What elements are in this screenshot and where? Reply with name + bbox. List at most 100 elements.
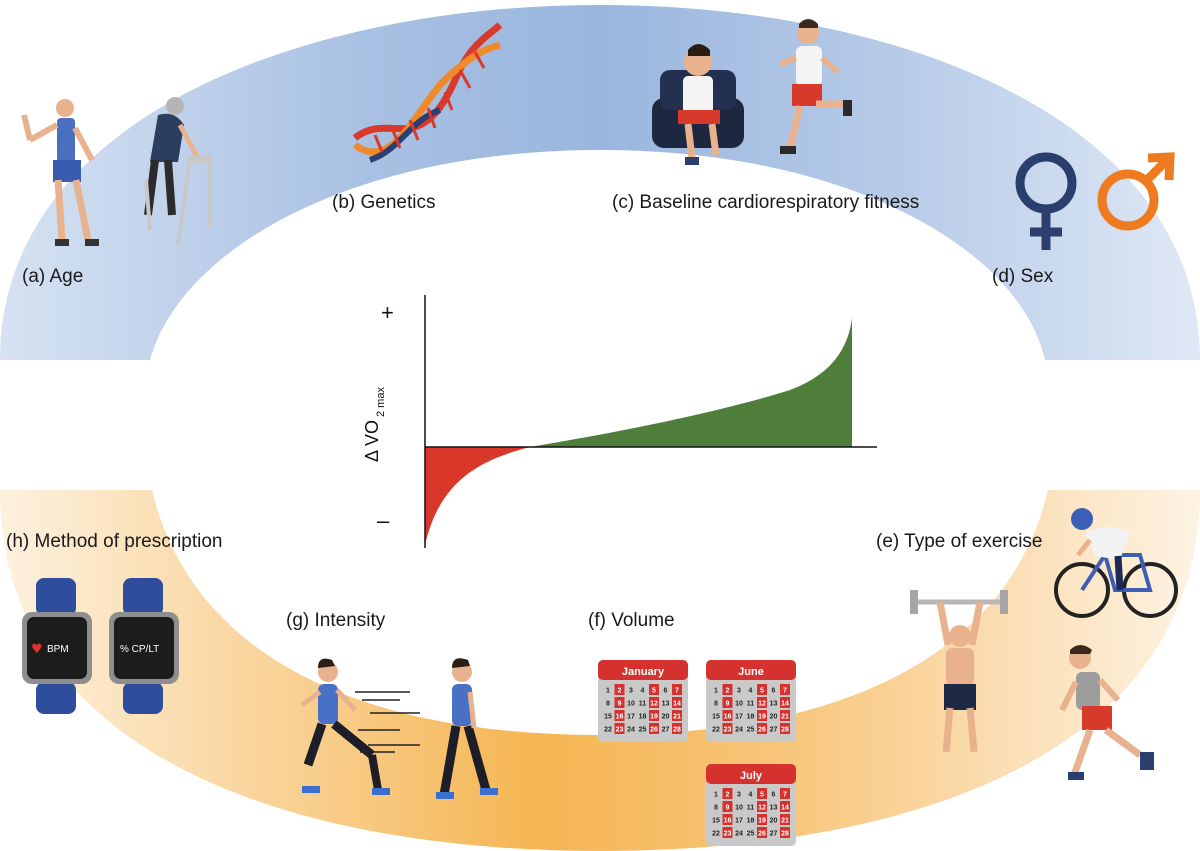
- calendar-day-number: 10: [735, 701, 743, 708]
- calendar-day-number: 19: [758, 818, 766, 825]
- label-volume: (f) Volume: [588, 610, 675, 631]
- calendar-day-number: 26: [758, 727, 766, 734]
- calendar-day-number: 27: [770, 831, 778, 838]
- calendar-day-cell: [626, 723, 636, 734]
- calendar-day-number: 27: [770, 727, 778, 734]
- calendar-day-number: 3: [737, 792, 741, 799]
- y-axis-label-subscript: 2 max: [375, 387, 387, 417]
- calendar-day-number: 27: [662, 727, 670, 734]
- calendar-day-cell: [672, 684, 682, 695]
- calendar-day-number: 16: [724, 714, 732, 721]
- cp-lt-text: % CP/LT: [120, 644, 159, 655]
- calendar-day-number: 21: [781, 818, 789, 825]
- calendar-day-cell: [660, 697, 671, 708]
- calendar-day-cell: [672, 697, 682, 708]
- calendar-day-cell: [660, 684, 671, 695]
- calendar-day-number: 10: [735, 805, 743, 812]
- heart-icon: ♥: [31, 642, 43, 657]
- calendar-day-cell: [757, 723, 767, 734]
- calendar-day-cell: [768, 684, 779, 695]
- calendar-day-number: 5: [760, 792, 764, 799]
- calendar-day-cell: [745, 697, 756, 708]
- calendar-day-number: 13: [770, 805, 778, 812]
- calendar-day-cell: [734, 697, 744, 708]
- older-adult-with-walker-icon: [144, 97, 212, 246]
- calendar-day-cell: [722, 723, 733, 734]
- calendar-day-number: 17: [735, 714, 743, 721]
- calendar-day-cell: [711, 801, 721, 812]
- calendar-day-number: 21: [781, 714, 789, 721]
- positive-response-area: [530, 318, 852, 447]
- calendar-day-number: 17: [627, 714, 635, 721]
- calendar-day-number: 4: [749, 792, 753, 799]
- calendar-day-number: 13: [770, 701, 778, 708]
- calendar-day-number: 15: [712, 818, 720, 825]
- calendar-day-cell: [745, 814, 756, 825]
- calendar-day-cell: [722, 801, 733, 812]
- calendar-day-number: 9: [618, 701, 622, 708]
- calendar-day-number: 14: [781, 701, 789, 708]
- calendar-day-number: 10: [627, 701, 635, 708]
- y-axis-label: Δ VO: [362, 420, 382, 462]
- calendar-day-number: 26: [650, 727, 658, 734]
- calendar-day-number: 15: [712, 714, 720, 721]
- calendar-day-cell: [768, 723, 779, 734]
- negative-response-area: [425, 447, 530, 545]
- calendar-day-number: 2: [618, 688, 622, 695]
- calendar-day-cell: [722, 697, 733, 708]
- calendar-day-number: 7: [675, 688, 679, 695]
- walking-woman-icon: [436, 658, 498, 799]
- calendar-day-number: 20: [770, 714, 778, 721]
- calendar-day-number: 3: [629, 688, 633, 695]
- calendar-day-number: 25: [639, 727, 647, 734]
- calendar-day-number: 22: [604, 727, 612, 734]
- calendar-day-cell: [603, 697, 613, 708]
- calendar-day-number: 11: [747, 805, 755, 812]
- calendar-day-number: 1: [606, 688, 610, 695]
- calendar-day-cell: [672, 723, 682, 734]
- calendar-day-number: 2: [726, 792, 730, 799]
- calendar-day-cell: [603, 684, 613, 695]
- calendar-day-cell: [757, 801, 767, 812]
- young-athlete-icon: [21, 99, 99, 246]
- calendar-day-number: 28: [673, 727, 681, 734]
- calendar-day-cell: [711, 697, 721, 708]
- calendar-day-cell: [722, 684, 733, 695]
- calendar-day-cell: [780, 697, 790, 708]
- calendar-day-cell: [614, 723, 625, 734]
- calendar-day-number: 19: [650, 714, 658, 721]
- calendar-day-number: 25: [747, 727, 755, 734]
- calendar-day-cell: [672, 710, 682, 721]
- plus-sign: +: [381, 300, 394, 325]
- calendar-day-cell: [660, 710, 671, 721]
- label-type-of-exercise: (e) Type of exercise: [876, 531, 1043, 552]
- calendar-day-cell: [768, 788, 779, 799]
- calendar-day-cell: [780, 723, 790, 734]
- top-factor-band: [0, 5, 1200, 360]
- calendar-day-cell: [614, 684, 625, 695]
- calendar-day-cell: [734, 814, 744, 825]
- calendar-day-cell: [626, 684, 636, 695]
- seated-person-icon: [652, 44, 744, 165]
- calendar-day-cell: [711, 723, 721, 734]
- vo2max-response-chart: + – Δ VO 2 max: [362, 295, 877, 548]
- calendar-day-cell: [780, 801, 790, 812]
- calendar-day-number: 28: [781, 727, 789, 734]
- runner-icon: [778, 19, 852, 154]
- calendar-day-number: 16: [616, 714, 624, 721]
- calendar-day-number: 23: [616, 727, 624, 734]
- calendar-day-cell: [745, 827, 756, 838]
- calendar-day-cell: [722, 827, 733, 838]
- calendar-day-cell: [722, 814, 733, 825]
- calendar-day-cell: [745, 788, 756, 799]
- calendar-day-number: 22: [712, 727, 720, 734]
- calendar-day-number: 11: [747, 701, 755, 708]
- bottom-factor-band: [0, 490, 1200, 851]
- calendar-day-number: 14: [673, 701, 681, 708]
- calendar-day-number: 20: [770, 818, 778, 825]
- calendar-day-cell: [780, 827, 790, 838]
- dna-icon: [352, 22, 503, 163]
- calendar-day-cell: [734, 710, 744, 721]
- runner-male-icon: [1059, 645, 1154, 780]
